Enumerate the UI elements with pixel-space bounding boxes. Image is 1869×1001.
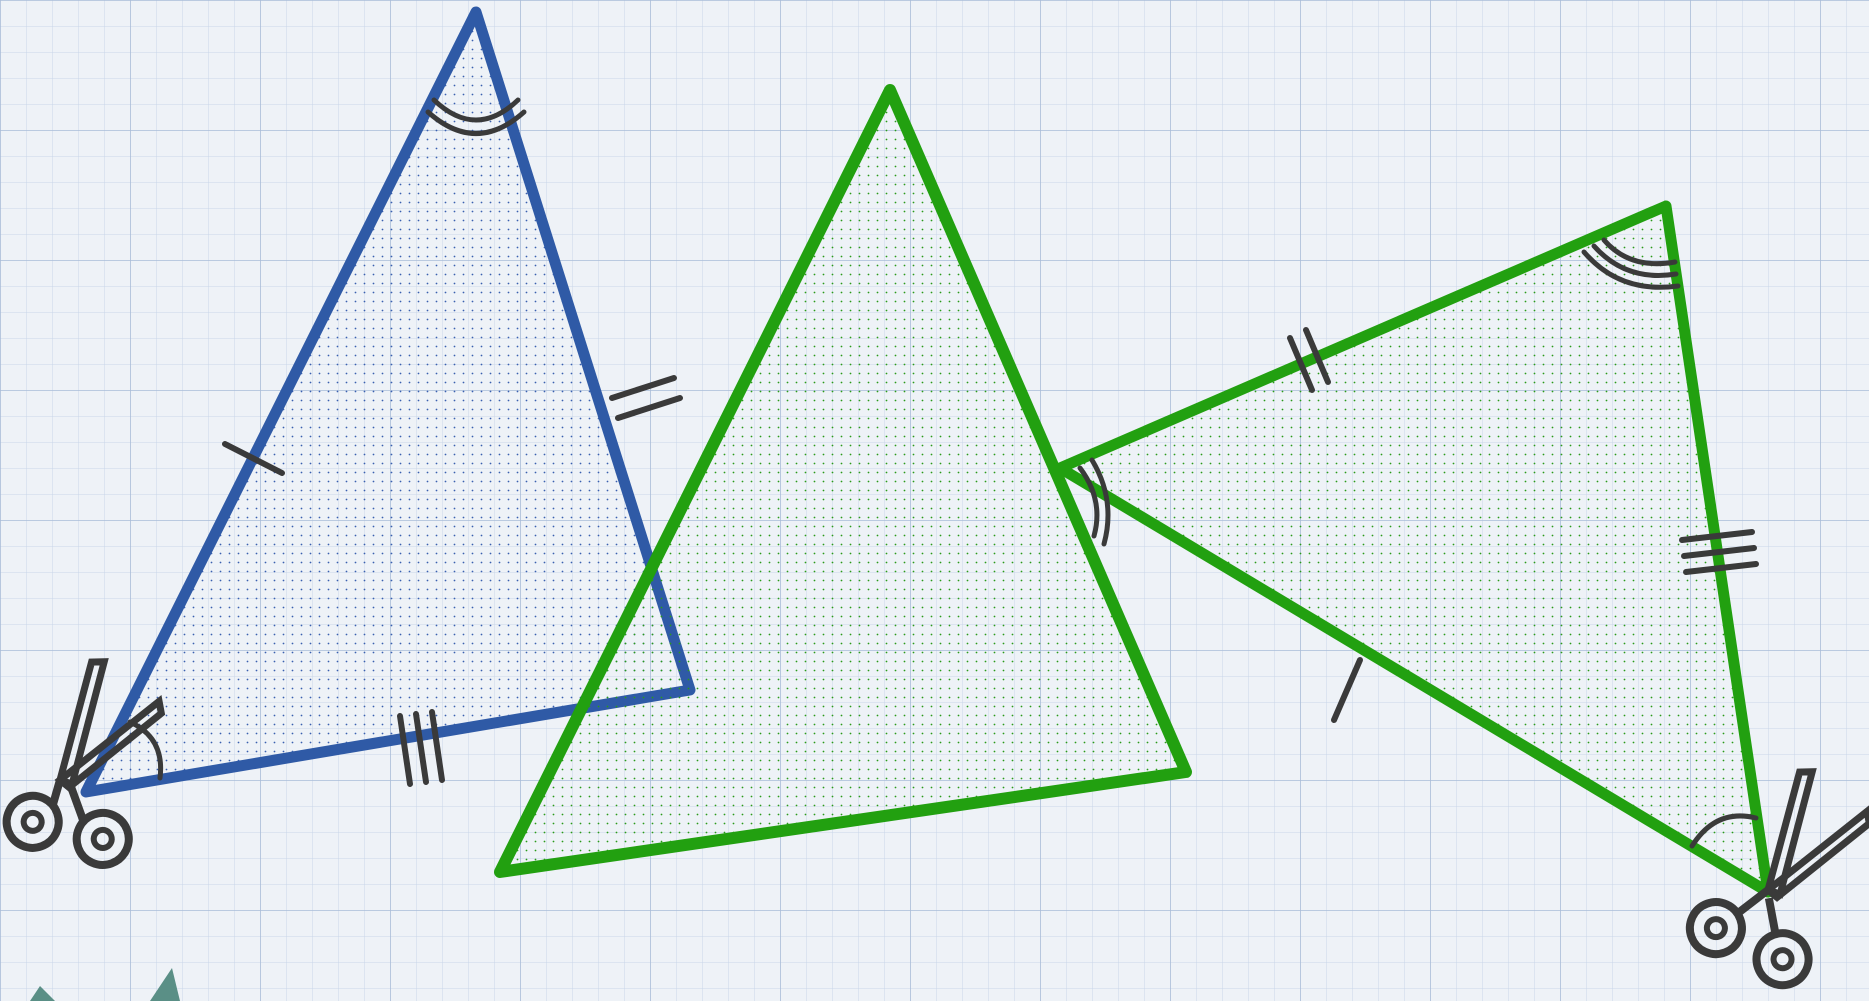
side-tick-single — [222, 441, 285, 476]
side-tick-triple — [429, 709, 445, 783]
scissors-icon — [1685, 768, 1869, 990]
side-tick-double — [615, 395, 683, 421]
side-tick-triple — [1683, 561, 1759, 575]
side-tick-double — [1287, 335, 1315, 393]
angle-mark-triple-arc — [1581, 249, 1681, 290]
green-triangle-right-shape — [1054, 200, 1774, 898]
side-tick-single — [1331, 657, 1363, 723]
angle-mark-triple-arc — [1601, 237, 1678, 267]
angle-mark-single-arc — [1689, 813, 1759, 849]
green-triangle-center — [494, 84, 1192, 878]
green-triangle-center-shape — [494, 84, 1192, 878]
angle-mark-single-arc — [127, 719, 164, 781]
scissors-icon — [2, 658, 166, 869]
side-tick-double — [1303, 327, 1331, 385]
blue-triangle — [80, 6, 696, 798]
green-triangle-right — [1054, 200, 1774, 898]
side-tick-triple — [413, 711, 429, 785]
angle-mark-double-arc — [1077, 465, 1100, 539]
angle-mark-triple-arc — [1591, 243, 1679, 278]
angle-mark-double-arc — [425, 109, 527, 136]
angle-mark-double-arc — [431, 97, 521, 123]
side-tick-triple — [1681, 545, 1757, 559]
angle-mark-double-arc — [1089, 457, 1111, 547]
blue-triangle-shape — [80, 6, 696, 798]
side-tick-triple — [1679, 529, 1755, 543]
side-tick-triple — [397, 713, 413, 787]
star-icon — [30, 968, 180, 1001]
side-tick-double — [609, 375, 677, 401]
